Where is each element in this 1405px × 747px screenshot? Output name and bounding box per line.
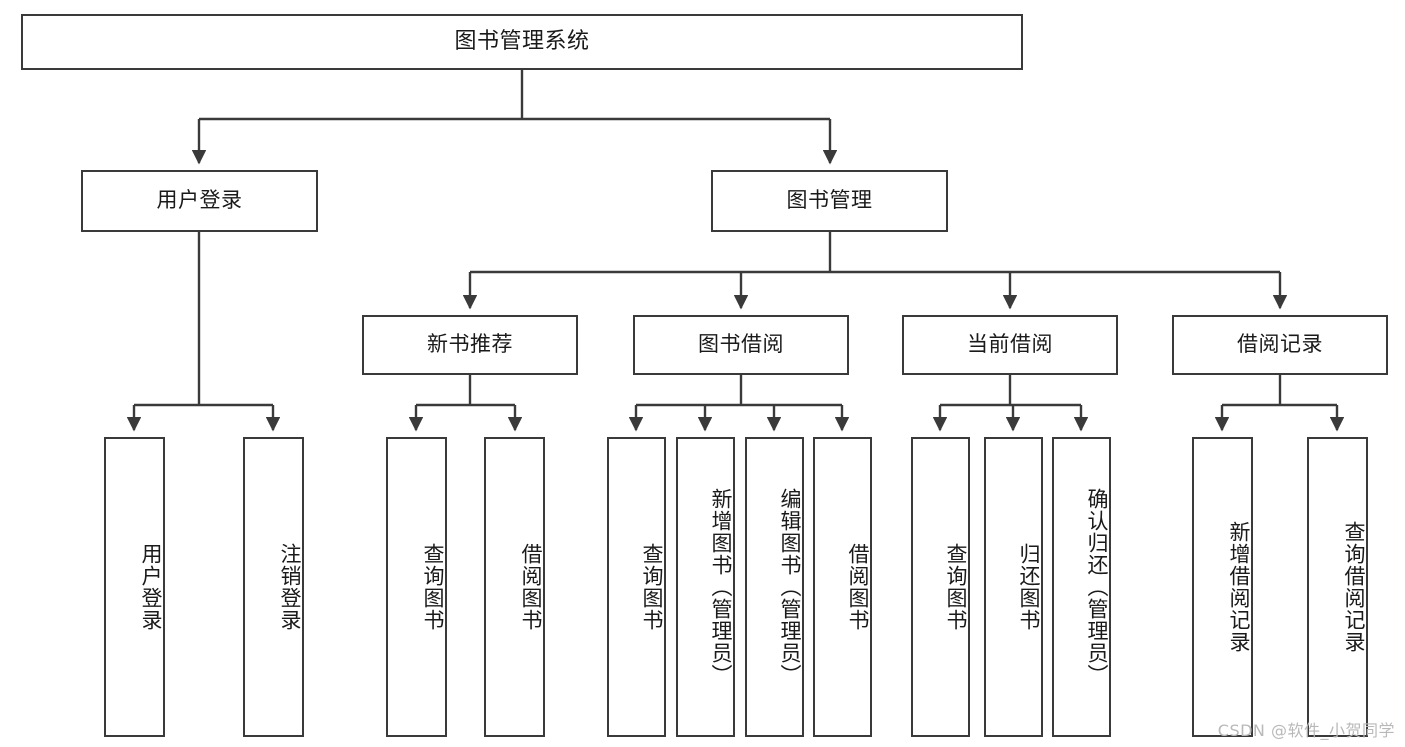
node-label: 用户登录 — [156, 188, 243, 213]
node-label: 用户登录 — [139, 543, 163, 631]
node-label: 新增图书（管理员） — [709, 488, 733, 686]
node-label: 编辑图书（管理员） — [778, 488, 802, 686]
node-label: 借阅图书 — [519, 543, 543, 631]
leaf-borrow-book-bb[interactable]: 借阅图书 — [813, 437, 872, 737]
leaf-user-login[interactable]: 用户登录 — [104, 437, 165, 737]
node-label: 查询图书 — [640, 543, 664, 631]
node-user-login[interactable]: 用户登录 — [81, 170, 318, 232]
node-label: 借阅图书 — [846, 543, 870, 631]
leaf-add-book-admin[interactable]: 新增图书（管理员） — [676, 437, 735, 737]
node-new-book-recommendation[interactable]: 新书推荐 — [362, 315, 578, 375]
node-label: 新增借阅记录 — [1227, 521, 1251, 653]
node-current-borrowing[interactable]: 当前借阅 — [902, 315, 1118, 375]
leaf-query-borrow-record[interactable]: 查询借阅记录 — [1307, 437, 1368, 737]
node-label: 注销登录 — [278, 543, 302, 631]
node-label: 查询图书 — [421, 543, 445, 631]
leaf-return-book[interactable]: 归还图书 — [984, 437, 1043, 737]
node-borrowing-record[interactable]: 借阅记录 — [1172, 315, 1388, 375]
node-book-borrowing[interactable]: 图书借阅 — [633, 315, 849, 375]
node-label: 图书管理 — [786, 188, 873, 213]
leaf-logout[interactable]: 注销登录 — [243, 437, 304, 737]
leaf-query-book-nbr[interactable]: 查询图书 — [386, 437, 447, 737]
csdn-watermark: CSDN @软件_小贺同学 — [1217, 721, 1395, 740]
node-label: 当前借阅 — [967, 332, 1053, 357]
node-label: 图书借阅 — [698, 332, 784, 357]
leaf-query-book-cb[interactable]: 查询图书 — [911, 437, 970, 737]
node-label: 确认归还（管理员） — [1085, 488, 1109, 686]
node-label: 新书推荐 — [427, 332, 513, 357]
leaf-borrow-book-nbr[interactable]: 借阅图书 — [484, 437, 545, 737]
leaf-confirm-return-admin[interactable]: 确认归还（管理员） — [1052, 437, 1111, 737]
node-label: 查询借阅记录 — [1342, 521, 1366, 653]
node-label: 图书管理系统 — [454, 28, 590, 54]
node-label: 归还图书 — [1017, 543, 1041, 631]
node-root-system[interactable]: 图书管理系统 — [21, 14, 1023, 70]
leaf-query-book-bb[interactable]: 查询图书 — [607, 437, 666, 737]
leaf-add-borrow-record[interactable]: 新增借阅记录 — [1192, 437, 1253, 737]
leaf-edit-book-admin[interactable]: 编辑图书（管理员） — [745, 437, 804, 737]
node-label: 借阅记录 — [1237, 332, 1323, 357]
node-label: 查询图书 — [944, 543, 968, 631]
node-book-management[interactable]: 图书管理 — [711, 170, 948, 232]
